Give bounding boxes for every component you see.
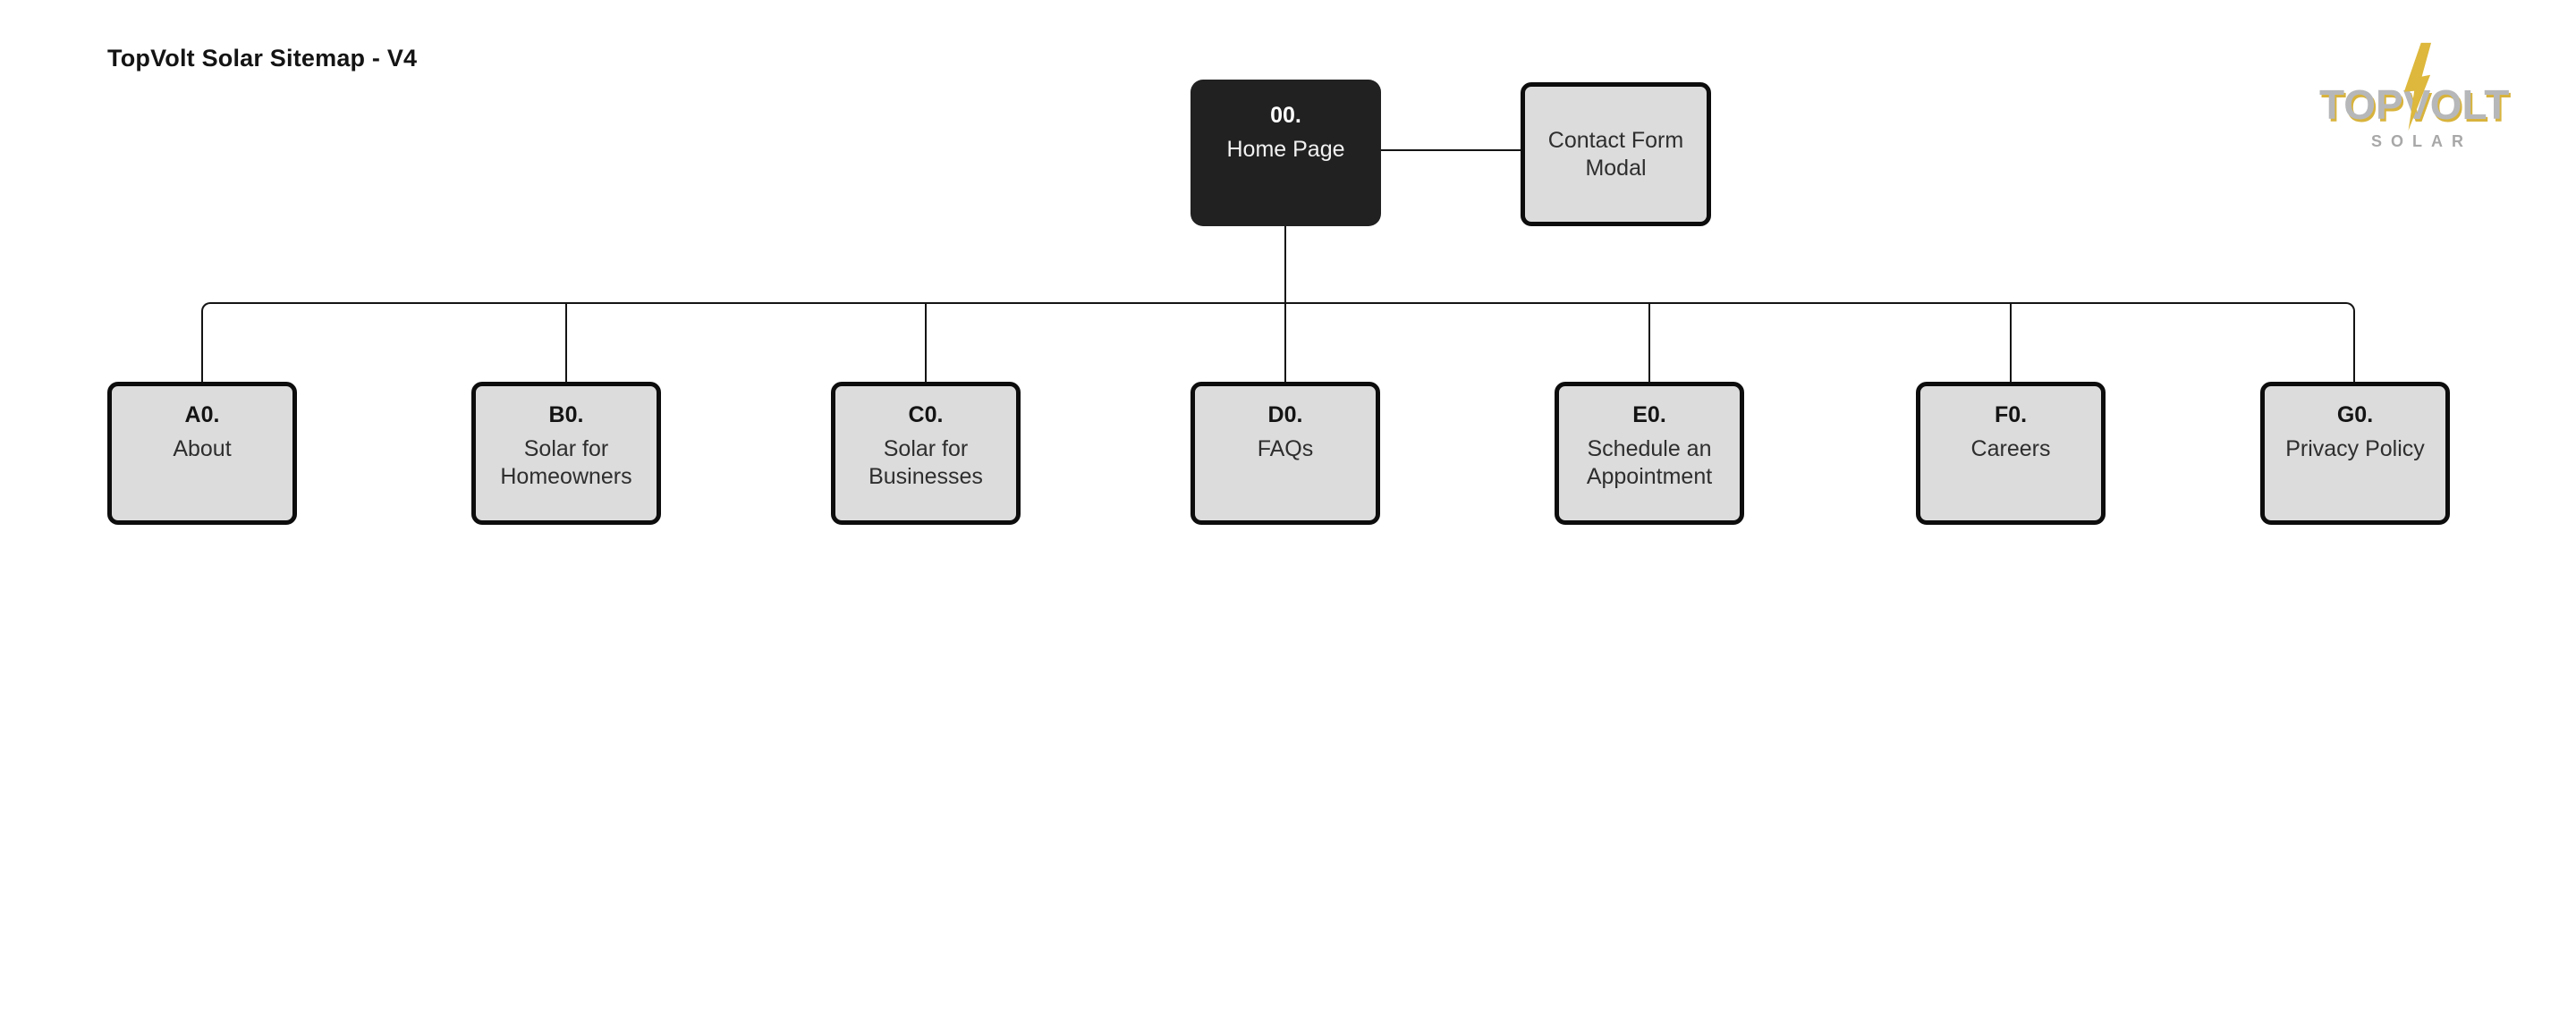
- node-home-page[interactable]: 00. Home Page: [1191, 80, 1381, 226]
- node-code: D0.: [1267, 402, 1303, 427]
- topvolt-logo: TOPVOLT SOLAR: [2319, 42, 2510, 151]
- node-label: Schedule an Appointment: [1586, 436, 1713, 489]
- logo-word-post: OLT: [2429, 81, 2510, 128]
- node-solar-for-homeowners[interactable]: B0. Solar for Homeowners: [471, 382, 661, 525]
- node-label: Privacy Policy: [2285, 436, 2425, 461]
- node-label: Solar for Homeowners: [500, 436, 632, 489]
- page-title: TopVolt Solar Sitemap - V4: [107, 45, 418, 72]
- connector-drop-e0: [1648, 304, 1650, 383]
- node-about[interactable]: A0. About: [107, 382, 297, 525]
- node-faqs[interactable]: D0. FAQs: [1191, 382, 1380, 525]
- node-code: G0.: [2336, 402, 2374, 427]
- node-code: F0.: [1994, 402, 2028, 427]
- node-label: About: [173, 436, 232, 461]
- connector-rail: [201, 302, 2355, 383]
- node-code: 00.: [1270, 103, 1301, 128]
- logo-word-pre: TOP: [2319, 81, 2403, 128]
- logo-wordmark: TOPVOLT: [2319, 42, 2510, 131]
- logo-subtitle: SOLAR: [2371, 132, 2472, 150]
- node-careers[interactable]: F0. Careers: [1916, 382, 2106, 525]
- lightning-bolt-icon: [2403, 42, 2431, 131]
- connector-home-stem: [1284, 226, 1286, 303]
- connector-home-modal: [1381, 149, 1521, 151]
- node-solar-for-businesses[interactable]: C0. Solar for Businesses: [831, 382, 1021, 525]
- node-label: FAQs: [1257, 436, 1314, 461]
- node-code: B0.: [548, 402, 584, 427]
- connector-drop-d0: [1284, 304, 1286, 383]
- node-code: A0.: [184, 402, 220, 427]
- connector-drop-c0: [925, 304, 927, 383]
- logo-v-slot: V: [2403, 42, 2431, 131]
- node-schedule-an-appointment[interactable]: E0. Schedule an Appointment: [1555, 382, 1744, 525]
- node-contact-form-modal[interactable]: Contact Form Modal: [1521, 82, 1711, 226]
- node-label: Solar for Businesses: [869, 436, 983, 489]
- node-code: C0.: [908, 402, 944, 427]
- node-label: Home Page: [1226, 137, 1345, 162]
- node-label: Contact Form Modal: [1547, 127, 1684, 181]
- connector-drop-b0: [565, 304, 567, 383]
- node-label: Careers: [1970, 436, 2051, 461]
- node-privacy-policy[interactable]: G0. Privacy Policy: [2260, 382, 2450, 525]
- node-code: E0.: [1632, 402, 1666, 427]
- connector-drop-f0: [2010, 304, 2012, 383]
